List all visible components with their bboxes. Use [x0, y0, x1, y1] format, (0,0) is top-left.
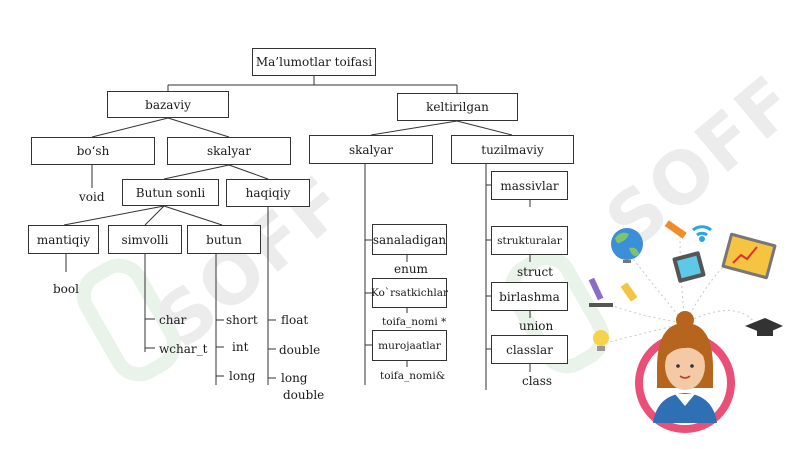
- label-char: char: [159, 313, 187, 327]
- node-strukturalar: strukturalar: [491, 226, 568, 255]
- label-long-double-line1: long: [281, 371, 308, 385]
- node-mantiqiy: mantiqiy: [28, 225, 99, 254]
- label-long-double-line2: double: [283, 388, 325, 402]
- label-toifa-nomi-pointer: toifa_nomi *: [382, 316, 447, 328]
- node-skalyar-keltirilgan: skalyar: [309, 135, 433, 164]
- node-simvolli: simvolli: [108, 225, 182, 254]
- node-butun-sonli: Butun sonli: [122, 179, 219, 206]
- education-illustration: [588, 220, 783, 433]
- label-union: union: [519, 319, 554, 333]
- node-sanaladigan: sanaladigan: [372, 224, 447, 255]
- node-bazaviy: bazaviy: [107, 91, 229, 118]
- laptop-chart-icon: [721, 232, 777, 280]
- label-short: short: [226, 313, 258, 327]
- label-void: void: [79, 190, 105, 204]
- lightbulb-icon: [593, 330, 609, 351]
- pencil-icon: [664, 220, 687, 239]
- label-float: float: [281, 313, 309, 327]
- label-long: long: [229, 369, 256, 383]
- node-murojaatlar: murojaatlar: [372, 330, 447, 361]
- node-korsatkichlar: Ko`rsatkichlar: [371, 278, 448, 308]
- label-enum: enum: [394, 262, 428, 276]
- marker-icon: [620, 282, 638, 302]
- label-int: int: [232, 340, 249, 354]
- node-root: Ma’lumotlar toifasi: [252, 48, 376, 76]
- label-toifa-nomi-reference: toifa_nomi&: [380, 370, 446, 382]
- wifi-icon: [692, 225, 712, 242]
- globe-icon: [611, 228, 643, 263]
- graduation-cap-icon: [745, 318, 783, 336]
- node-butun: butun: [187, 225, 261, 254]
- label-double: double: [279, 343, 321, 357]
- avatar: [635, 311, 735, 433]
- node-bosh: bo‘sh: [31, 137, 155, 165]
- node-massivlar: massivlar: [491, 171, 568, 200]
- node-haqiqiy: haqiqiy: [226, 179, 310, 207]
- node-birlashma: birlashma: [491, 282, 568, 311]
- tablet-icon: [672, 251, 706, 283]
- node-keltirilgan: keltirilgan: [397, 93, 518, 121]
- node-classlar: classlar: [491, 335, 568, 364]
- label-wchar-t: wchar_t: [159, 342, 208, 356]
- node-skalyar-bazaviy: skalyar: [167, 137, 291, 165]
- label-struct: struct: [517, 265, 553, 279]
- node-tuzilmaviy: tuzilmaviy: [451, 135, 574, 164]
- label-bool: bool: [53, 282, 79, 296]
- label-class: class: [522, 374, 553, 388]
- microscope-icon: [588, 277, 613, 307]
